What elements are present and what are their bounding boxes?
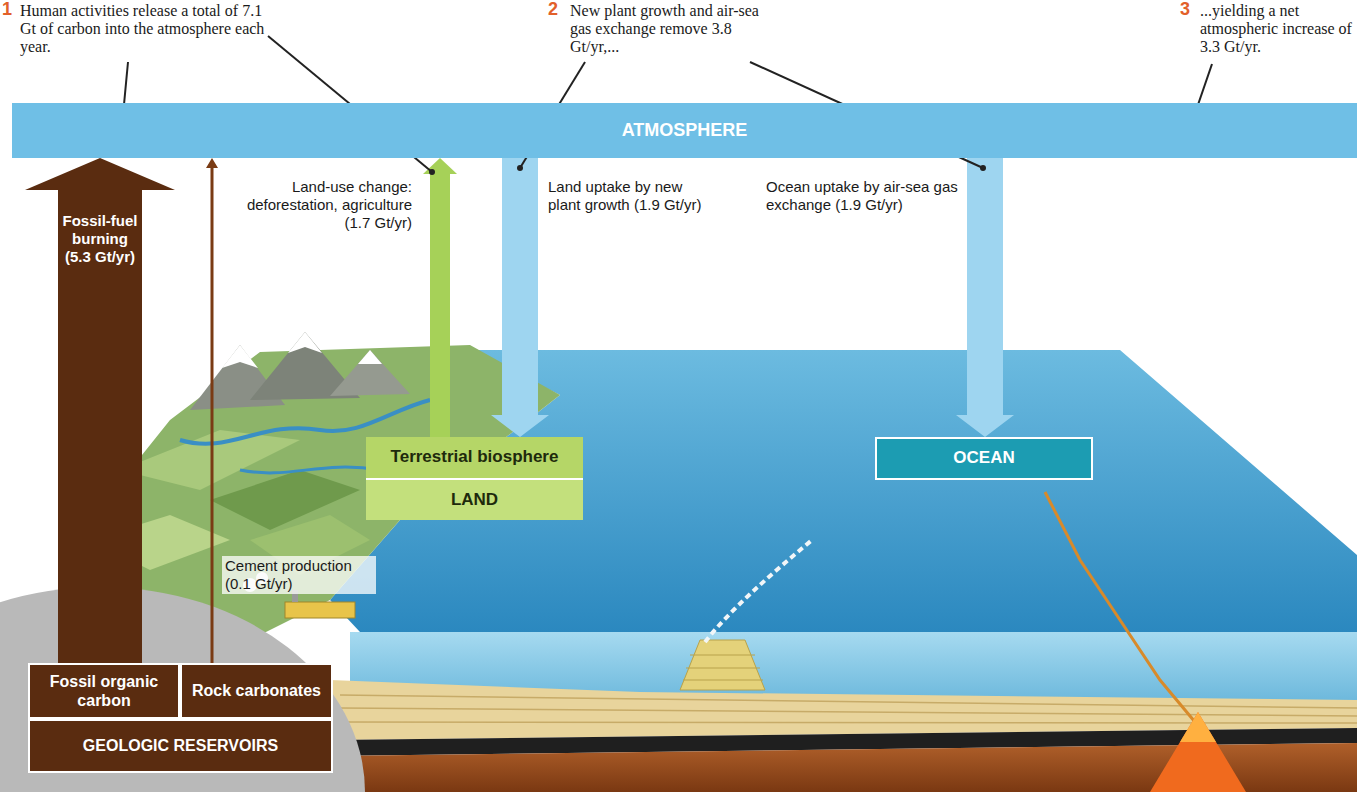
cement-arrow [206,158,218,663]
node-text: ATMOSPHERE [622,120,748,142]
node-text: Rock carbonates [192,681,321,700]
atmosphere-band: ATMOSPHERE [12,103,1357,158]
flow-label: Cement production (0.1 Gt/yr) [222,556,376,594]
node-text: OCEAN [953,448,1014,468]
reservoir-band: GEOLOGIC RESERVOIRS [28,719,333,773]
flow-label: Fossil-fuel burning (5.3 Gt/yr) [58,212,142,266]
biosphere-box: Terrestrial biosphere [366,437,583,480]
callout-text: ...yielding a net atmospheric increase o… [1200,2,1352,56]
flow-label: Ocean uptake by air-sea gas exchange (1.… [766,178,958,214]
reservoir-box: Rock carbonates [180,663,333,719]
callout-number: 2 [548,0,566,18]
node-text: Terrestrial biosphere [391,447,559,467]
reservoir-box: Fossil organic carbon [28,663,180,719]
callout-number: 3 [1180,0,1198,18]
node-text: GEOLOGIC RESERVOIRS [83,736,278,755]
land-use-arrow [423,158,457,437]
callout-text: Human activities release a total of 7.1 … [20,2,265,56]
land-box: LAND [366,480,583,520]
flow-label: Land uptake by new plant growth (1.9 Gt/… [548,178,713,214]
node-text: Fossil organic carbon [34,672,174,710]
land-uptake-arrow [491,158,549,437]
callout-text: New plant growth and air-sea gas exchang… [570,2,760,56]
node-text: LAND [451,490,498,510]
ocean-box: OCEAN [875,437,1093,480]
ocean-uptake-arrow [956,158,1014,437]
callout-number: 1 [2,0,18,18]
flow-label: Land-use change: deforestation, agricult… [242,178,412,232]
fossil-fuel-arrow [25,158,175,663]
